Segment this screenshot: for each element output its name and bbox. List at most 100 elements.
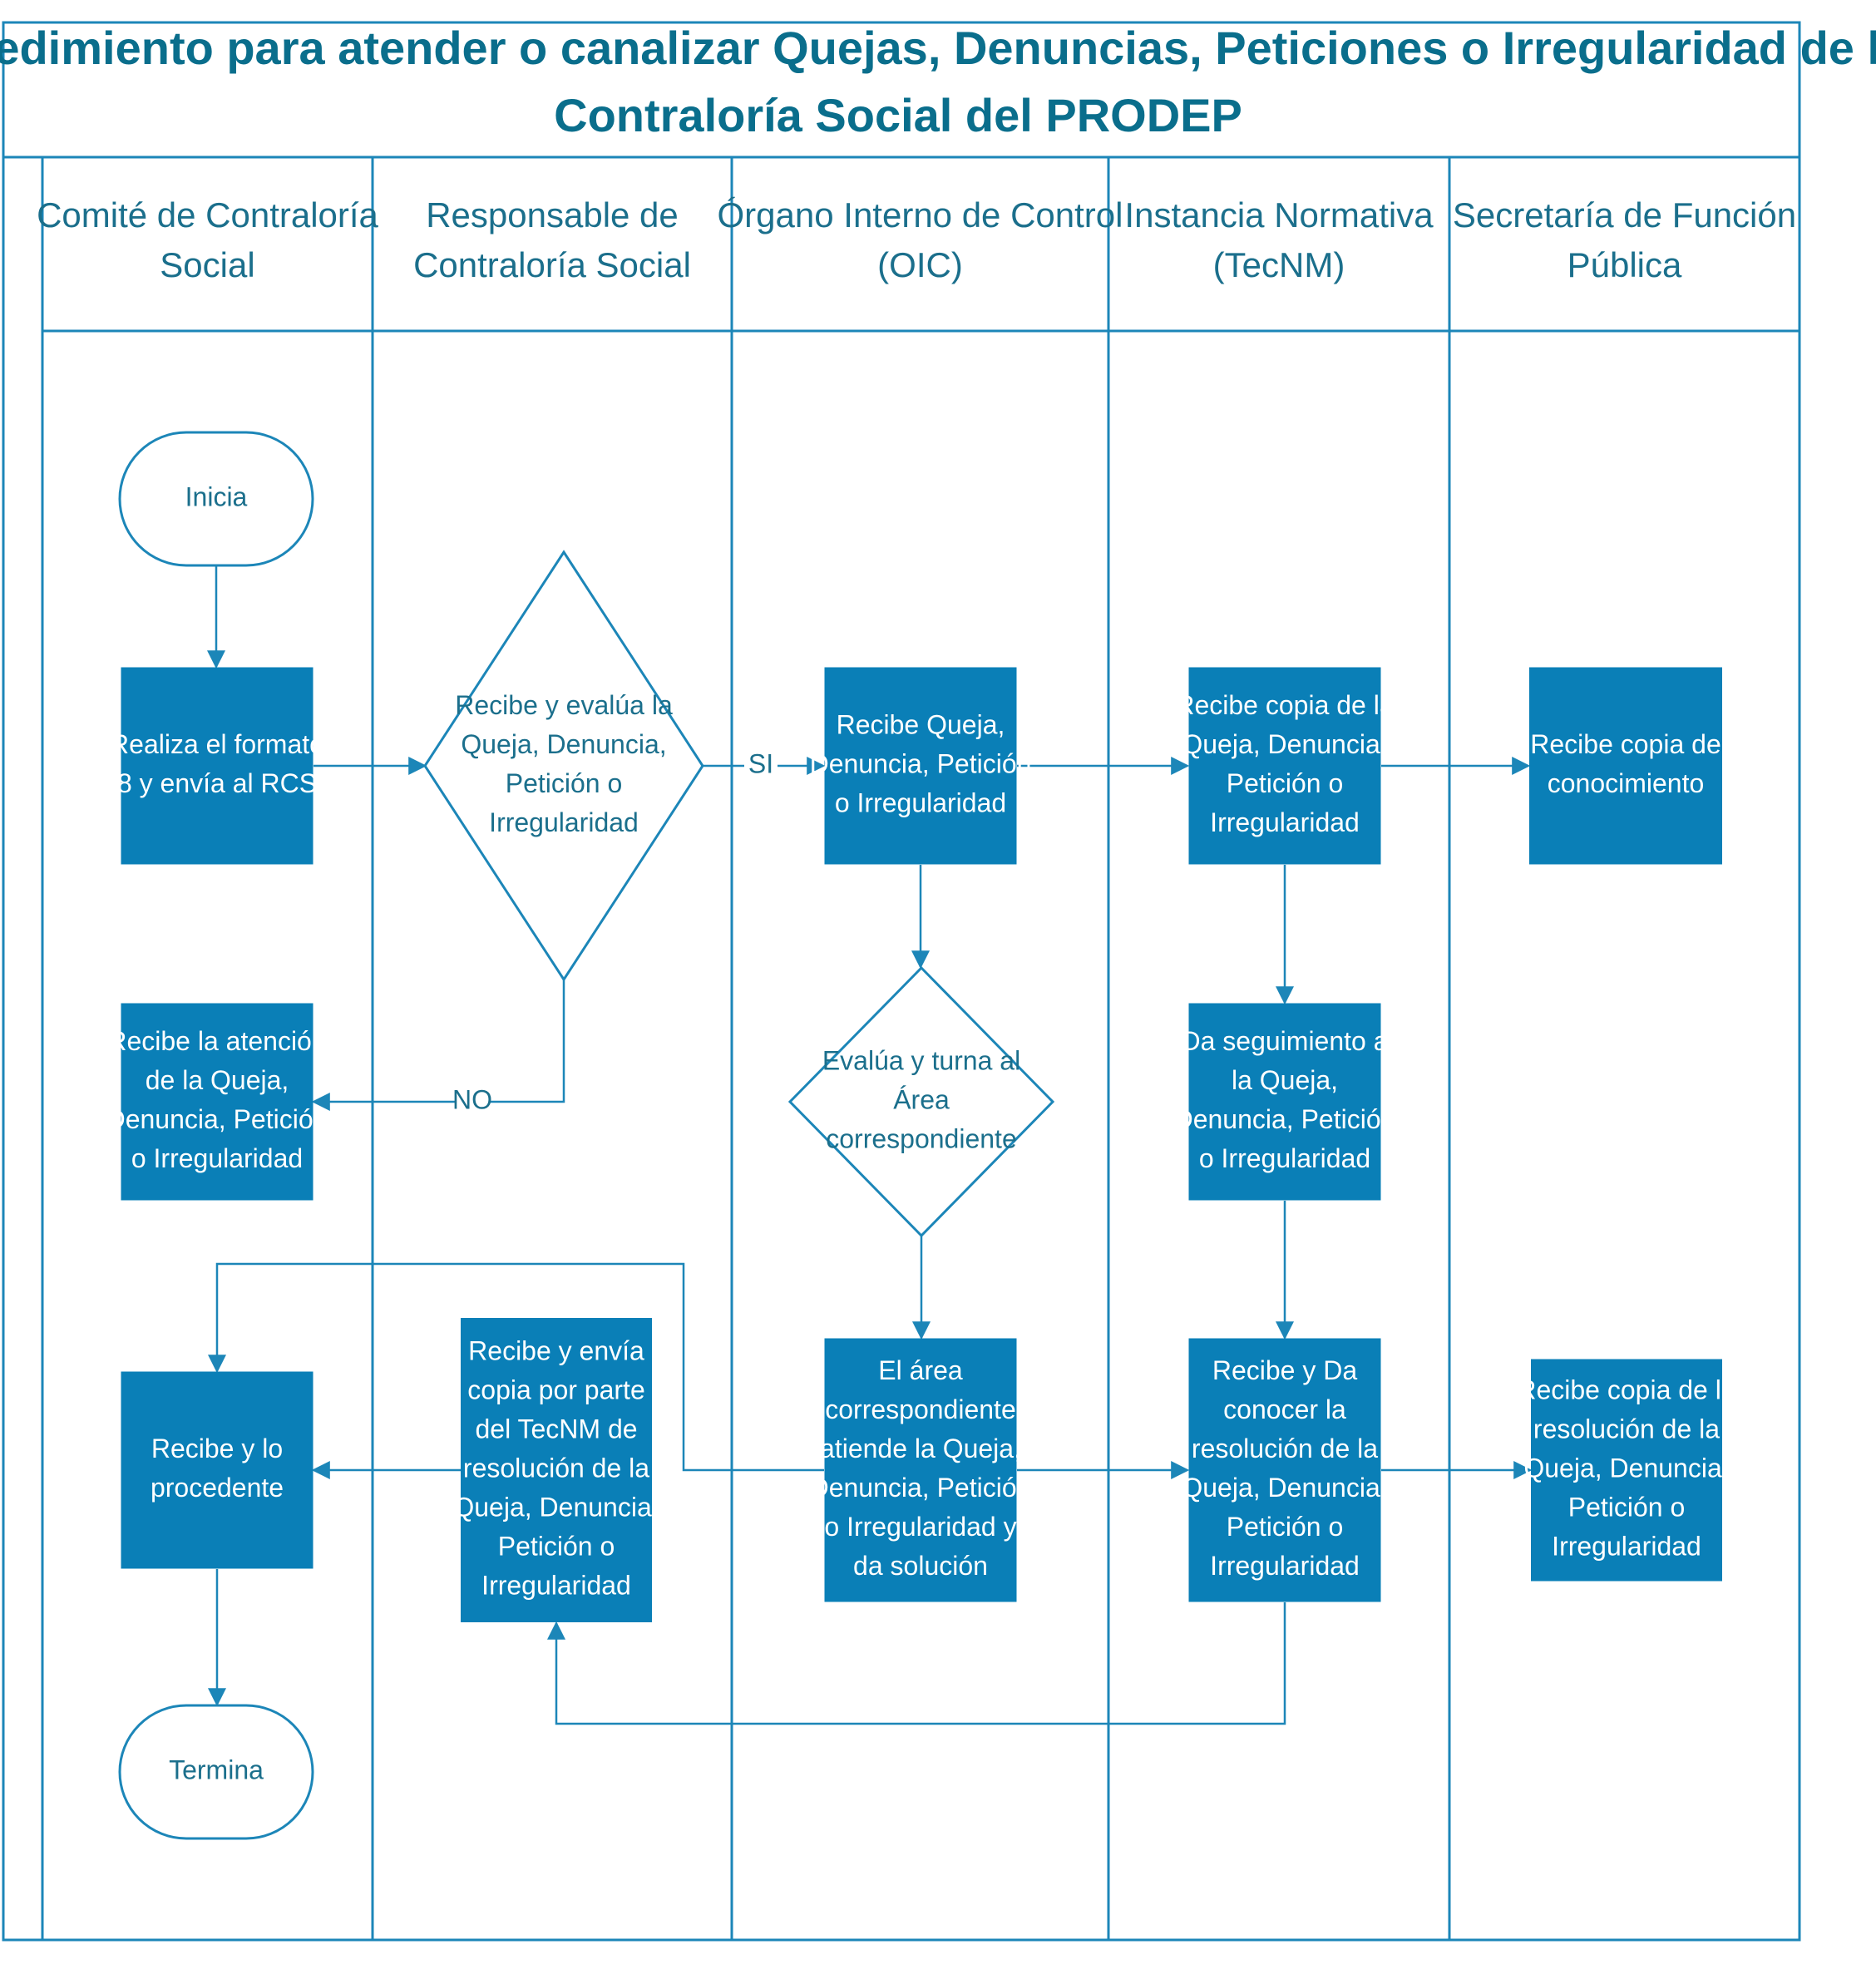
lane-header-rcs: Responsable de [426,195,679,234]
node-label: resolución de la [1533,1414,1720,1444]
edge-area-to-procedente [208,1262,824,1472]
node-atencion: Recibe la atención de la Queja, Denuncia, … [106,1003,328,1201]
node-label: o Irregularidad [835,787,1006,817]
node-label: o Irregularidad y [824,1512,1016,1542]
node-label: Recibe y lo [151,1434,283,1463]
node-label: Termina [169,1754,264,1784]
edge-evalua_rcs-to-atencion [311,980,565,1111]
process-box [461,1318,652,1622]
node-label: Recibe la atención [107,1026,326,1056]
lane-header-ccs: Comité de Contraloría [37,195,378,234]
node-label: Denuncia, Petición [1174,1104,1396,1134]
process-box [1188,1003,1381,1201]
lane-header-sfp: Pública [1567,245,1682,284]
process-box [121,667,313,865]
node-label: Queja, Denuncia, [1182,1473,1387,1503]
decision-diamond [787,965,1055,1238]
lane-header-in: Instancia Normativa [1124,195,1434,234]
terminal-shape [118,1704,314,1840]
diagram-title: Procedimiento para atender o canalizar Q… [0,22,1876,74]
node-label: Recibe copia de la [1517,1374,1735,1404]
node-label: Recibe copia de [1530,729,1720,759]
node-label: Denuncia, Petición [810,748,1032,778]
node-label: Inicia [185,481,248,511]
node-label: Irregularidad [1210,1551,1360,1581]
node-termina: Termina [118,1704,314,1840]
node-label: Irregularidad [1552,1531,1701,1561]
node-label: del TecNM de [475,1414,637,1444]
node-oic_recibe: Recibe Queja, Denuncia, Petición o Irregul… [810,667,1032,865]
node-label: Recibe y envía [468,1335,644,1365]
node-label: Denuncia, Petición [106,1104,328,1134]
node-in_copia: Recibe copia de la Queja, Denuncia, Petici… [1175,667,1395,865]
node-label: Denuncia, Petición [810,1473,1032,1503]
process-box [121,1371,313,1569]
node-label: conocer la [1223,1394,1346,1424]
node-in_resol: Recibe y Da conocer la resolución de la Que… [1182,1338,1388,1602]
node-label: Queja, Denuncia, [1182,729,1387,759]
diagram-title: Contraloría Social del PRODEP [554,89,1242,141]
process-box [1188,667,1381,865]
node-turna: Evalúa y turna al Área correspondiente [787,965,1055,1238]
process-box [1188,1338,1381,1602]
terminal-shape [118,431,314,567]
node-label: Petición o [1568,1492,1686,1522]
diagram-frame [2,21,1801,1942]
node-label: Recibe y Da [1212,1355,1358,1385]
edge-label-bg [456,1087,489,1117]
node-label: resolución de la [1192,1434,1378,1463]
node-label: Recibe Queja, [837,709,1005,739]
node-sfp_resol: Recibe copia de la resolución de la Queja,… [1517,1359,1736,1582]
node-label: Irregularidad [1210,807,1360,837]
edge-in_resol-to-rcs_envia [547,1602,1286,1725]
node-label: Queja, Denuncia, [453,1492,659,1522]
node-area: El área correspondiente atiende la Queja, D… [810,1338,1032,1602]
lane-header-sfp: Secretaría de Función [1453,195,1796,234]
node-label: Irregularidad [481,1570,631,1600]
process-box [121,1003,313,1201]
node-label: o Irregularidad [131,1143,303,1173]
node-label: Petición o [1227,768,1344,798]
node-label: de la Queja, [146,1065,289,1095]
node-label: resolución de la [463,1453,649,1483]
node-label: atiende la Queja, [820,1434,1021,1463]
node-seguimiento: Da seguimiento a la Queja, Denuncia, Petic… [1174,1003,1396,1201]
node-label: El área [878,1355,963,1385]
lane-header-oic: Órgano Interno de Control [718,195,1123,234]
node-label: Irregularidad [489,807,639,837]
node-label: Petición o [506,768,623,798]
node-evalua_rcs: Recibe y evalúa la Queja, Denuncia, Petici… [423,550,704,982]
node-inicia: Inicia [118,431,314,567]
node-label: Petición o [498,1531,615,1561]
process-box [1529,667,1722,865]
edge-label-si: SI [748,748,773,778]
node-label: correspondiente [825,1394,1015,1424]
process-box [824,667,1017,865]
node-label: copia por parte [467,1374,644,1404]
node-label: Petición o [1227,1512,1344,1542]
node-label: da solución [853,1551,988,1581]
node-label: Queja, Denuncia, [461,729,666,759]
lane-header-in: (TecNM) [1213,245,1345,284]
node-label: Queja, Denuncia, [1523,1453,1729,1483]
edge-label-no: NO [452,1084,492,1114]
process-box [1531,1359,1722,1582]
node-label: Evalúa y turna al [822,1045,1020,1075]
edge-label-bg [744,751,778,781]
lane-header-ccs: Social [160,245,254,284]
lane-header-oic: (OIC) [877,245,963,284]
node-label: Recibe y evalúa la [455,690,673,720]
node-label: la Queja, [1232,1065,1338,1095]
node-label: Área [893,1084,950,1114]
process-box [824,1338,1017,1602]
lane-header-rcs: Contraloría Social [413,245,691,284]
node-label: correspondiente [826,1123,1016,1153]
node-label: 8 y envía al RCS [117,768,317,798]
node-label: o Irregularidad [1199,1143,1370,1173]
node-label: Da seguimiento a [1181,1026,1388,1056]
node-label: Recibe copia de la [1175,690,1394,720]
